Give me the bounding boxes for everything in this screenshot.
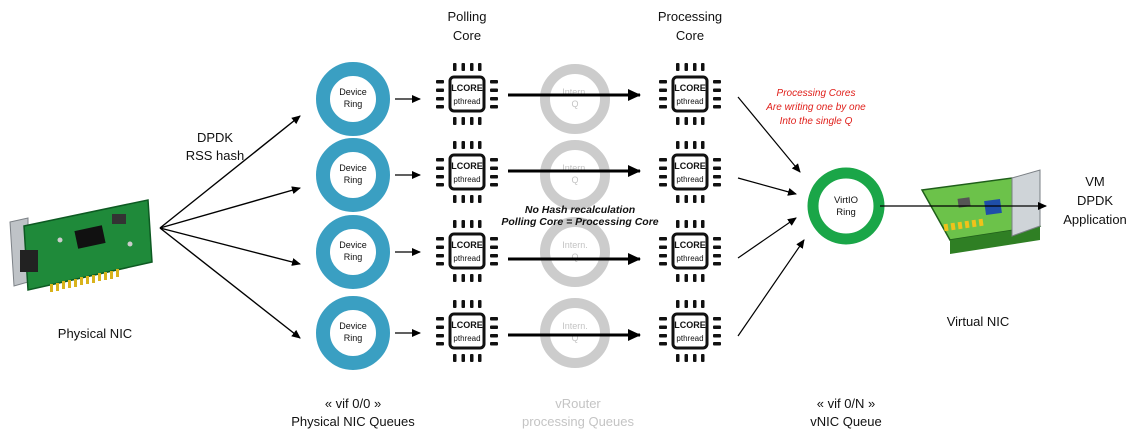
pthread-label: pthread: [453, 334, 480, 343]
pthread-label: pthread: [676, 254, 703, 263]
lcore-label: LCORE: [451, 161, 483, 171]
device-ring-label: Device: [339, 87, 367, 97]
device-ring-label: Ring: [344, 99, 363, 109]
vif-vnic-label: « vif 0/N »: [817, 396, 876, 411]
queue-row-3: Device Ring LCORE pthread Intern. Q LCOR…: [316, 215, 723, 289]
intern-q-label: Intern.: [562, 163, 588, 173]
device-ring-label: Ring: [344, 252, 363, 262]
pthread-label: pthread: [676, 97, 703, 106]
intern-q-label: Intern.: [562, 321, 588, 331]
intern-q-ring: [540, 140, 610, 210]
physical-nic-image: [9, 199, 153, 292]
rss-label-line2: RSS hash: [186, 148, 245, 163]
queue-row-4: Device Ring LCORE pthread Intern. Q LCOR…: [316, 296, 723, 370]
device-ring: [316, 138, 390, 212]
polling-header-line2: Core: [453, 28, 481, 43]
processing-note-line2: Are writing one by one: [765, 102, 866, 113]
lcore-label: LCORE: [674, 161, 706, 171]
lcore-label: LCORE: [674, 320, 706, 330]
device-ring: [316, 62, 390, 136]
processing-lcore-chip: [657, 298, 723, 364]
device-ring-label: Device: [339, 321, 367, 331]
rss-label-line1: DPDK: [197, 130, 233, 145]
processing-lcore-chip: [657, 61, 723, 127]
virtio-label-line2: Ring: [836, 207, 856, 218]
no-hash-note-line1: No Hash recalculation: [525, 204, 635, 216]
processing-lcore-chip: [657, 218, 723, 284]
no-hash-note-line2: Polling Core = Processing Core: [501, 216, 658, 228]
physical-nic-label: Physical NIC: [58, 326, 132, 341]
vm-label-line2: DPDK: [1077, 193, 1113, 208]
vm-label-line1: VM: [1085, 174, 1105, 189]
queue-row-1: Device Ring LCORE pthread Intern. Q LCOR…: [316, 61, 723, 136]
intern-q-ring: [540, 64, 610, 134]
intern-q-label: Q: [571, 175, 578, 185]
vm-label-line3: Application: [1063, 212, 1127, 227]
lcore-label: LCORE: [674, 83, 706, 93]
device-ring: [316, 296, 390, 370]
intern-q-ring: [540, 217, 610, 287]
virtual-nic-label: Virtual NIC: [947, 314, 1010, 329]
polling-lcore-chip: [434, 218, 500, 284]
pthread-label: pthread: [676, 175, 703, 184]
pthread-label: pthread: [453, 254, 480, 263]
virtio-label-line1: VirtIO: [834, 195, 858, 206]
device-ring: [316, 215, 390, 289]
lcore-label: LCORE: [674, 240, 706, 250]
lcore-label: LCORE: [451, 83, 483, 93]
pthread-label: pthread: [453, 97, 480, 106]
processing-header-line1: Processing: [658, 9, 722, 24]
lcore-label: LCORE: [451, 240, 483, 250]
virtual-nic-image: [920, 169, 1042, 254]
lcore-label: LCORE: [451, 320, 483, 330]
polling-lcore-chip: [434, 139, 500, 205]
processing-note-line1: Processing Cores: [777, 88, 856, 99]
phys-queues-label: Physical NIC Queues: [291, 414, 415, 429]
device-ring-label: Device: [339, 240, 367, 250]
fan-out-arrows: [159, 115, 301, 339]
processing-header-line2: Core: [676, 28, 704, 43]
vnic-queue-label: vNIC Queue: [810, 414, 882, 429]
device-ring-label: Device: [339, 163, 367, 173]
device-ring-label: Ring: [344, 175, 363, 185]
queue-row-2: Device Ring LCORE pthread Intern. Q LCOR…: [316, 138, 723, 212]
intern-q-label: Q: [571, 252, 578, 262]
intern-q-label: Intern.: [562, 87, 588, 97]
vrouter-label: vRouter: [555, 396, 601, 411]
polling-header-line1: Polling: [447, 9, 486, 24]
intern-q-label: Q: [571, 99, 578, 109]
virtio-ring: [807, 167, 885, 245]
converge-arrows: [737, 96, 805, 337]
vif-phys-label: « vif 0/0 »: [325, 396, 381, 411]
intern-q-ring: [540, 298, 610, 368]
pthread-label: pthread: [453, 175, 480, 184]
pthread-label: pthread: [676, 334, 703, 343]
device-ring-label: Ring: [344, 333, 363, 343]
processing-lcore-chip: [657, 139, 723, 205]
polling-lcore-chip: [434, 61, 500, 127]
intern-q-label: Intern.: [562, 240, 588, 250]
processing-note-line3: Into the single Q: [780, 116, 853, 127]
polling-lcore-chip: [434, 298, 500, 364]
intern-q-label: Q: [571, 333, 578, 343]
vrouter-queues-label: processing Queues: [522, 414, 635, 429]
